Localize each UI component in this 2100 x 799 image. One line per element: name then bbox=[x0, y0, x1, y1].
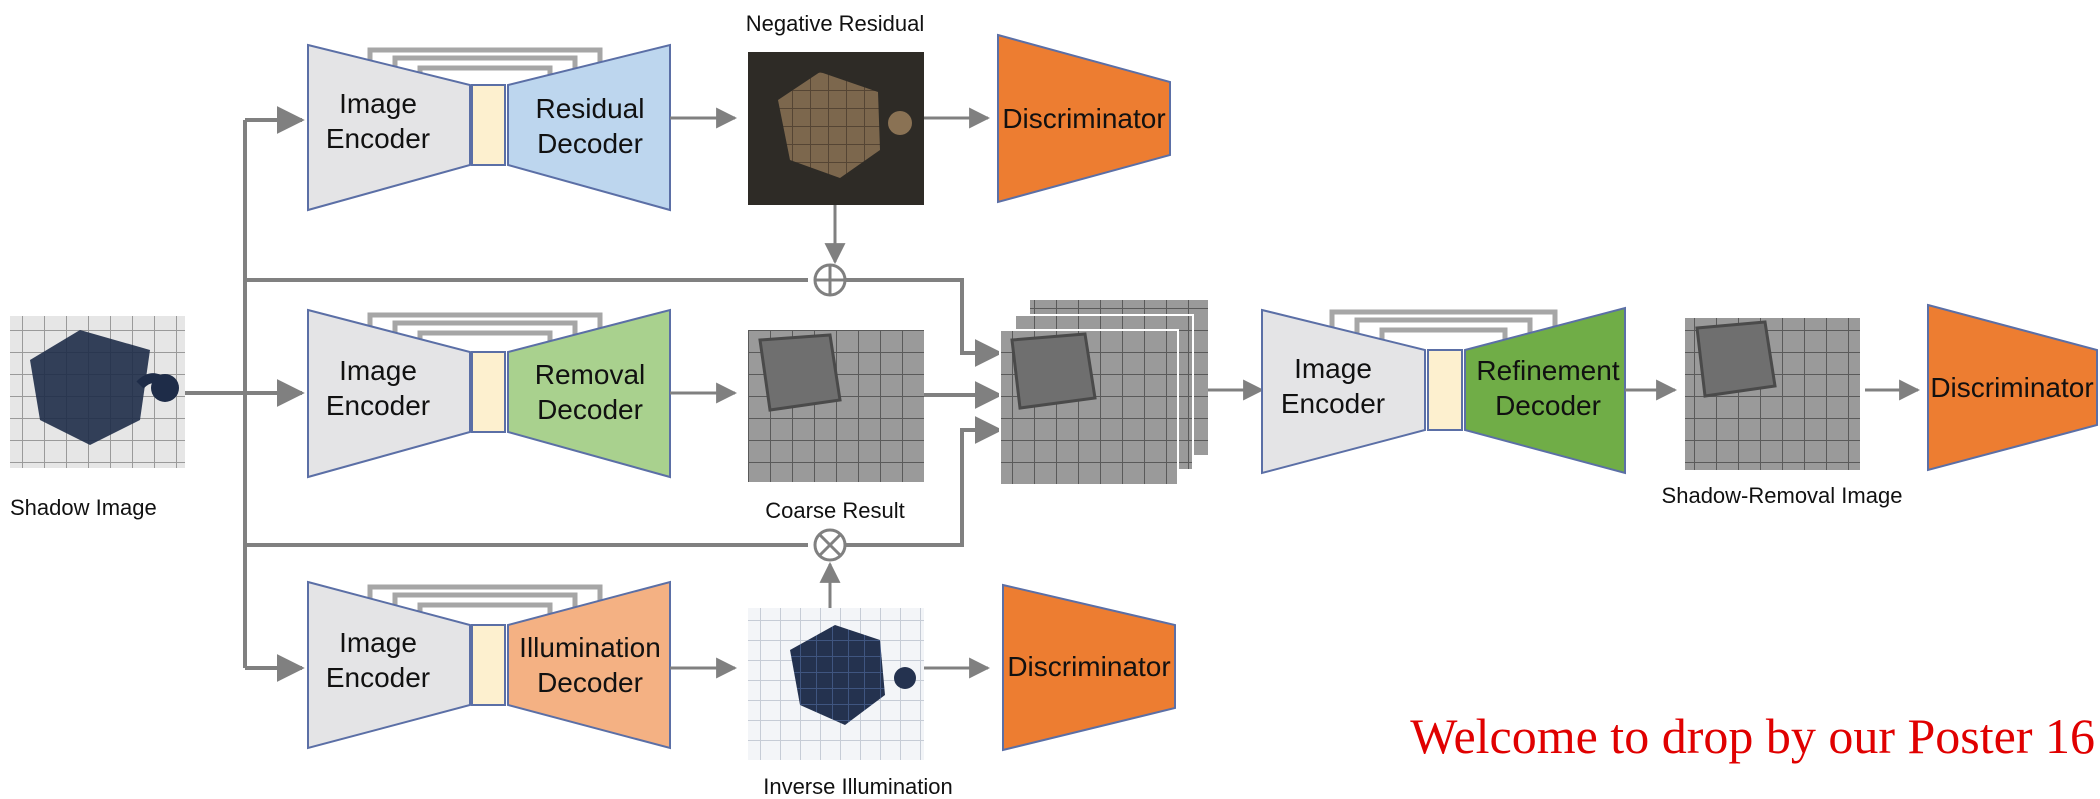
refinement-encoder-label-1: Image bbox=[1294, 353, 1372, 384]
illumination-decoder-label-1: Illumination bbox=[519, 632, 661, 663]
svg-text:Discriminator: Discriminator bbox=[1930, 372, 2093, 403]
residual-encoder-decoder: Image Encoder Residual Decoder bbox=[307, 43, 671, 212]
residual-encoder-label-2: Encoder bbox=[326, 123, 430, 154]
residual-decoder-label-2: Decoder bbox=[537, 128, 643, 159]
shadow-image-label: Shadow Image bbox=[10, 495, 157, 520]
removal-decoder-label-1: Removal bbox=[535, 359, 645, 390]
svg-text:Discriminator: Discriminator bbox=[1007, 651, 1170, 682]
refinement-decoder-label-2: Decoder bbox=[1495, 390, 1601, 421]
negative-residual-thumbnail bbox=[748, 52, 924, 205]
illumination-image-encoder bbox=[307, 580, 471, 750]
illumination-encoder-decoder: Image Encoder Illumination Decoder bbox=[307, 580, 671, 750]
inverse-illumination-thumbnail bbox=[748, 608, 924, 760]
refinement-bottleneck bbox=[1427, 349, 1463, 431]
refinement-decoder bbox=[1464, 306, 1626, 475]
inverse-illumination-label: Inverse Illumination bbox=[763, 774, 953, 799]
illumination-discriminator: Discriminator bbox=[1002, 583, 1176, 752]
residual-discriminator: Discriminator bbox=[997, 33, 1171, 204]
illumination-bottleneck bbox=[471, 624, 506, 706]
removal-encoder-decoder: Image Encoder Removal Decoder bbox=[307, 308, 671, 479]
residual-bottleneck bbox=[471, 84, 506, 166]
residual-encoder-label-1: Image bbox=[339, 88, 417, 119]
welcome-message: Welcome to drop by our Poster 16 bbox=[1410, 708, 2095, 764]
removal-encoder-label-1: Image bbox=[339, 355, 417, 386]
negative-residual-label: Negative Residual bbox=[746, 11, 925, 36]
coarse-result-thumbnail bbox=[748, 330, 924, 482]
concatenated-image-stack bbox=[999, 300, 1208, 486]
arrow-multiply-to-stack bbox=[845, 416, 1003, 547]
removal-decoder bbox=[507, 308, 671, 479]
shadow-removal-image-thumbnail bbox=[1685, 318, 1860, 470]
refinement-decoder-label-1: Refinement bbox=[1476, 355, 1619, 386]
illumination-decoder bbox=[507, 580, 671, 750]
removal-bottleneck bbox=[471, 351, 506, 433]
residual-decoder bbox=[507, 43, 671, 212]
removal-image-encoder bbox=[307, 308, 471, 479]
coarse-result-label: Coarse Result bbox=[765, 498, 904, 523]
illumination-encoder-label-2: Encoder bbox=[326, 662, 430, 693]
refinement-encoder-label-2: Encoder bbox=[1281, 388, 1385, 419]
removal-encoder-label-2: Encoder bbox=[326, 390, 430, 421]
illumination-decoder-label-2: Decoder bbox=[537, 667, 643, 698]
shadow-image-thumbnail bbox=[10, 316, 185, 468]
input-connectors bbox=[185, 106, 808, 682]
residual-decoder-label-1: Residual bbox=[536, 93, 645, 124]
svg-text:Discriminator: Discriminator bbox=[1002, 103, 1165, 134]
arrow-add-to-stack bbox=[845, 278, 1003, 367]
refinement-discriminator: Discriminator bbox=[1927, 303, 2098, 472]
refinement-encoder-decoder: Image Encoder Refinement Decoder bbox=[1261, 306, 1626, 475]
shadow-removal-image-label: Shadow-Removal Image bbox=[1662, 483, 1903, 508]
illumination-encoder-label-1: Image bbox=[339, 627, 417, 658]
refinement-image-encoder bbox=[1261, 308, 1426, 475]
removal-decoder-label-2: Decoder bbox=[537, 394, 643, 425]
residual-image-encoder bbox=[307, 43, 471, 212]
